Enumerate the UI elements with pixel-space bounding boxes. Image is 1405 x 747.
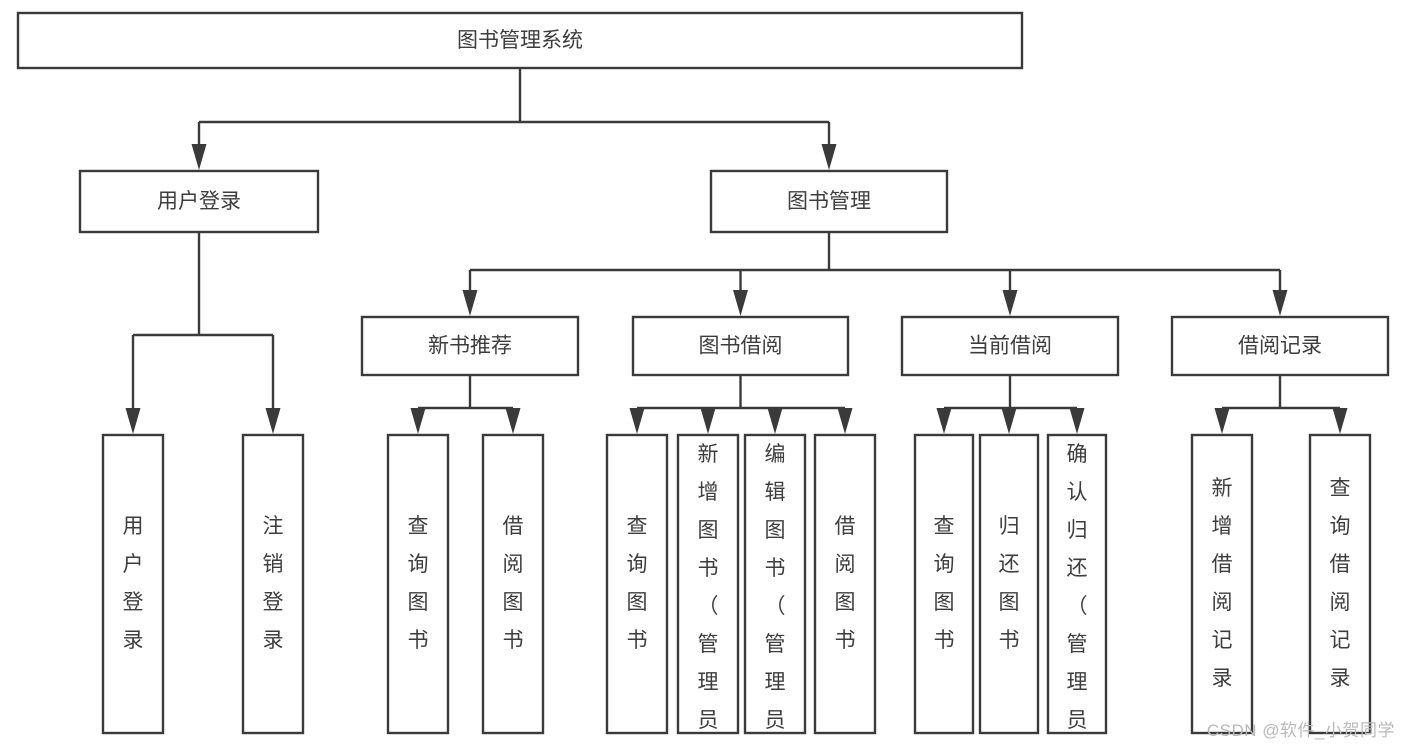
- node-leaf-query-borrow-record[interactable]: 查询借阅记录: [1308, 433, 1372, 735]
- node-box: [676, 433, 740, 735]
- node-leaf-logout[interactable]: 注销登录: [241, 433, 305, 735]
- node-label: 图书管理系统: [457, 29, 583, 52]
- node-label: 查询图书: [408, 515, 429, 652]
- node-book-borrow[interactable]: 图书借阅: [631, 315, 850, 377]
- node-label: 新增借阅记录: [1212, 477, 1233, 690]
- node-leaf-query-book-current[interactable]: 查询图书: [913, 433, 975, 735]
- node-label: 归还图书: [999, 515, 1020, 652]
- node-box: [16, 11, 1024, 70]
- node-label: 用户登录: [157, 190, 241, 213]
- node-root[interactable]: 图书管理系统: [16, 11, 1024, 70]
- node-leaf-borrow-book-rec[interactable]: 借阅图书: [481, 433, 545, 735]
- node-label: 查询借阅记录: [1330, 477, 1351, 690]
- node-leaf-borrow-book[interactable]: 借阅图书: [813, 433, 877, 735]
- node-new-book-recommend[interactable]: 新书推荐: [360, 315, 580, 377]
- node-leaf-query-book-borrow[interactable]: 查询图书: [605, 433, 669, 735]
- node-box: [631, 315, 850, 377]
- node-leaf-confirm-return-admin[interactable]: 确认归还（管理员）: [1046, 433, 1108, 747]
- node-box: [978, 433, 1040, 735]
- node-label: 借阅图书: [503, 515, 524, 652]
- node-box: [913, 433, 975, 735]
- node-box: [101, 433, 165, 735]
- node-box: [481, 433, 545, 735]
- node-box: [241, 433, 305, 735]
- node-leaf-add-book-admin[interactable]: 新增图书（管理员）: [676, 433, 740, 747]
- node-label: 新书推荐: [428, 335, 512, 358]
- node-label: 查询图书: [934, 515, 955, 652]
- node-label: 当前借阅: [968, 335, 1052, 358]
- edges-layer: [125, 68, 1348, 434]
- nodes-layer: 图书管理系统用户登录图书管理新书推荐图书借阅当前借阅借阅记录用户登录注销登录查询…: [16, 11, 1390, 747]
- arrow-head-icon: [1069, 408, 1085, 434]
- node-box: [709, 169, 949, 234]
- node-label: 编辑图书（管理员）: [765, 443, 786, 747]
- node-label: 新增图书（管理员）: [698, 443, 719, 747]
- node-box: [360, 315, 580, 377]
- node-box: [1308, 433, 1372, 735]
- arrow-head-icon: [1272, 290, 1288, 316]
- node-book-manage[interactable]: 图书管理: [709, 169, 949, 234]
- arrow-head-icon: [629, 408, 645, 434]
- arrow-head-icon: [462, 290, 478, 316]
- node-box: [605, 433, 669, 735]
- arrow-head-icon: [265, 408, 281, 434]
- node-leaf-edit-book-admin[interactable]: 编辑图书（管理员）: [743, 433, 807, 747]
- node-label: 确认归还（管理员）: [1067, 443, 1088, 747]
- node-box: [743, 433, 807, 735]
- arrow-head-icon: [837, 408, 853, 434]
- arrow-head-icon: [191, 144, 207, 170]
- arrow-head-icon: [733, 290, 748, 316]
- node-box: [1190, 433, 1254, 735]
- node-leaf-query-book-rec[interactable]: 查询图书: [386, 433, 450, 735]
- node-user-login[interactable]: 用户登录: [78, 169, 320, 234]
- node-label: 借阅图书: [835, 515, 856, 652]
- node-box: [78, 169, 320, 234]
- arrow-head-icon: [767, 408, 783, 434]
- node-label: 查询图书: [627, 515, 648, 652]
- node-label: 图书管理: [787, 190, 871, 213]
- arrow-head-icon: [1001, 408, 1017, 434]
- node-leaf-return-book[interactable]: 归还图书: [978, 433, 1040, 735]
- node-borrow-record[interactable]: 借阅记录: [1170, 315, 1390, 377]
- arrow-head-icon: [125, 408, 141, 434]
- node-label: 借阅记录: [1238, 335, 1322, 358]
- arrow-head-icon: [505, 408, 521, 434]
- arrow-head-icon: [1002, 290, 1018, 316]
- node-label: 图书借阅: [699, 335, 783, 358]
- node-box: [1170, 315, 1390, 377]
- arrow-head-icon: [936, 408, 952, 434]
- watermark-label: CSDN @软件_小贺同学: [1206, 721, 1395, 740]
- node-leaf-user-login[interactable]: 用户登录: [101, 433, 165, 735]
- arrow-head-icon: [1214, 408, 1230, 434]
- node-label: 注销登录: [263, 515, 284, 652]
- node-box: [386, 433, 450, 735]
- arrow-head-icon: [1332, 408, 1348, 434]
- arrow-head-icon: [700, 408, 716, 434]
- node-box: [1046, 433, 1108, 735]
- arrow-head-icon: [821, 144, 837, 170]
- node-current-borrow[interactable]: 当前借阅: [900, 315, 1120, 377]
- node-leaf-add-borrow-record[interactable]: 新增借阅记录: [1190, 433, 1254, 735]
- arrow-head-icon: [410, 408, 426, 434]
- node-label: 用户登录: [123, 515, 144, 652]
- node-box: [900, 315, 1120, 377]
- node-box: [813, 433, 877, 735]
